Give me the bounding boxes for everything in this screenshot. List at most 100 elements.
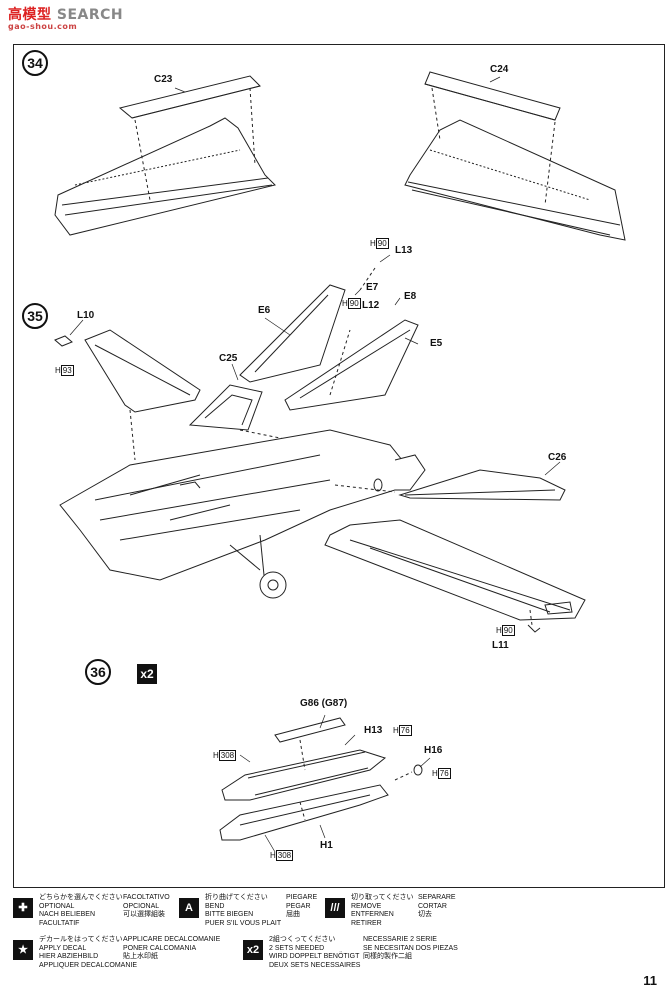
left-glove-assembly [54,75,276,236]
h-number: 93 [60,365,74,376]
legend-text: デカールをはってください [39,936,123,943]
legend-optional-b: FACOLTATIVO OPCIONAL 可以選擇組裝 [123,894,170,920]
legend-bend-b: PIEGARE PEGAR 屈曲 [286,894,317,920]
h-letter: H [55,366,61,375]
part-c23-label: C23 [154,74,173,85]
legend-text: SE NECESITAN DOS PIEZAS [363,944,458,952]
legend-optional-a: どちらかを選んでください OPTIONAL NACH BELIEBEN FACU… [39,894,123,928]
part-e6-label: E6 [258,305,271,316]
part-h1-label: H1 [320,840,333,851]
h-number: 90 [501,625,515,636]
legend-text: NACH BELIEBEN [39,911,96,918]
legend-text: PEGAR [286,902,311,910]
part-h16-label: H16 [424,745,443,756]
h-letter: H [496,626,502,635]
h-letter: H [393,726,399,735]
legend-text: FACULTATIF [39,919,80,927]
legend-remove-a: 切り取ってください REMOVE ENTFERNEN RETIRER [351,894,413,928]
legend-text: 貼上水印紙 [123,953,158,960]
part-l12-label: L12 [362,300,380,311]
legend-text: 2 SETS NEEDED [269,944,325,952]
two-sets-icon: x2 [243,940,263,960]
legend-text: 切り取ってください [351,894,414,901]
fuselage [59,429,426,581]
part-l11-label: L11 [492,640,509,651]
h-letter: H [370,239,376,248]
legend-text: PIEGARE [286,894,318,901]
legend-text: APPLY DECAL [39,944,87,952]
legend-text: 屈曲 [286,911,300,918]
decal-star-icon: ★ [13,940,33,960]
tail-fins [239,267,419,411]
part-e7-label: E7 [366,282,379,293]
legend-decal-a: デカールをはってください APPLY DECAL HIER ABZIEHBILD… [39,936,137,970]
part-l13-label: L13 [395,245,413,256]
legend-text: OPCIONAL [123,902,160,910]
h-number: 308 [275,850,294,861]
part-c26-label: C26 [548,452,567,463]
part-e8-label: E8 [404,291,417,302]
part-h13-label: H13 [364,725,383,736]
legend-text: PONER CALCOMANIA [123,944,197,952]
right-glove-assembly [404,71,626,241]
step-34-marker: 34 [22,50,48,76]
h-letter: H [342,299,348,308]
legend-text: ENTFERNEN [351,911,394,918]
h-number: 90 [375,238,389,249]
bend-icon: A [179,898,199,918]
legend-text: 折り曲げてください [205,894,268,901]
instruction-frame [13,44,665,888]
left-stabilizer [54,329,201,461]
legend-text: 可以選擇組裝 [123,911,165,918]
legend-text: 同樣的製作二組 [363,953,412,960]
remove-icon: /// [325,898,345,918]
intake-ramp-part [188,384,291,441]
landing-gear [229,534,287,599]
h-number: 76 [437,768,451,779]
part-e5-label: E5 [430,338,443,349]
legend-text: OPTIONAL [39,902,75,910]
legend-bend-a: 折り曲げてください BEND BITTE BIEGEN PUER S'IL VO… [205,894,281,928]
legend-text: CORTAR [418,902,447,910]
legend-text: PUER S'IL VOUS PLAIT [205,919,282,927]
legend-text: BEND [205,902,225,910]
step-35-marker: 35 [22,303,48,329]
watermark-logo: 高模型 SEARCH gao-shou.com [8,4,123,31]
step-36-marker: 36 [85,659,111,685]
legend-text: DEUX SETS NECESSAIRES [269,961,361,969]
legend-text: 2組つくってください [269,936,336,943]
two-sets-badge: x2 [137,664,157,684]
legend-text: BITTE BIEGEN [205,911,254,918]
watermark-prefix: 高 [8,7,23,23]
optional-icon: ✚ [13,898,33,918]
watermark-url: gao-shou.com [8,22,78,31]
legend-text: 切去 [418,911,432,918]
right-stabilizer-part [334,469,566,501]
legend-text: APPLICARE DECALCOMANIE [123,936,221,943]
part-l10-label: L10 [77,310,95,321]
legend-text: REMOVE [351,902,382,910]
drop-tank [219,717,423,841]
legend-text: RETIRER [351,919,382,927]
legend-decal-b: APPLICARE DECALCOMANIE PONER CALCOMANIA … [123,936,220,962]
h-letter: H [432,769,438,778]
part-c24-label: C24 [490,64,509,75]
legend-remove-b: SEPARARE CORTAR 切去 [418,894,456,920]
leader-lines [69,76,561,853]
legend-two-sets-b: NECESSARIE 2 SERIE SE NECESITAN DOS PIEZ… [363,936,458,962]
h-number: 76 [398,725,412,736]
page-number: 11 [643,973,657,988]
legend-text: APPLIQUER DECALCOMANIE [39,961,138,969]
part-c25-label: C25 [219,353,238,364]
part-g86-label: G86 (G87) [300,698,348,709]
h-number: 90 [347,298,361,309]
right-wing [324,519,586,633]
legend-two-sets-a: 2組つくってください 2 SETS NEEDED WIRD DOPPELT BE… [269,936,360,970]
legend-text: HIER ABZIEHBILD [39,953,99,960]
